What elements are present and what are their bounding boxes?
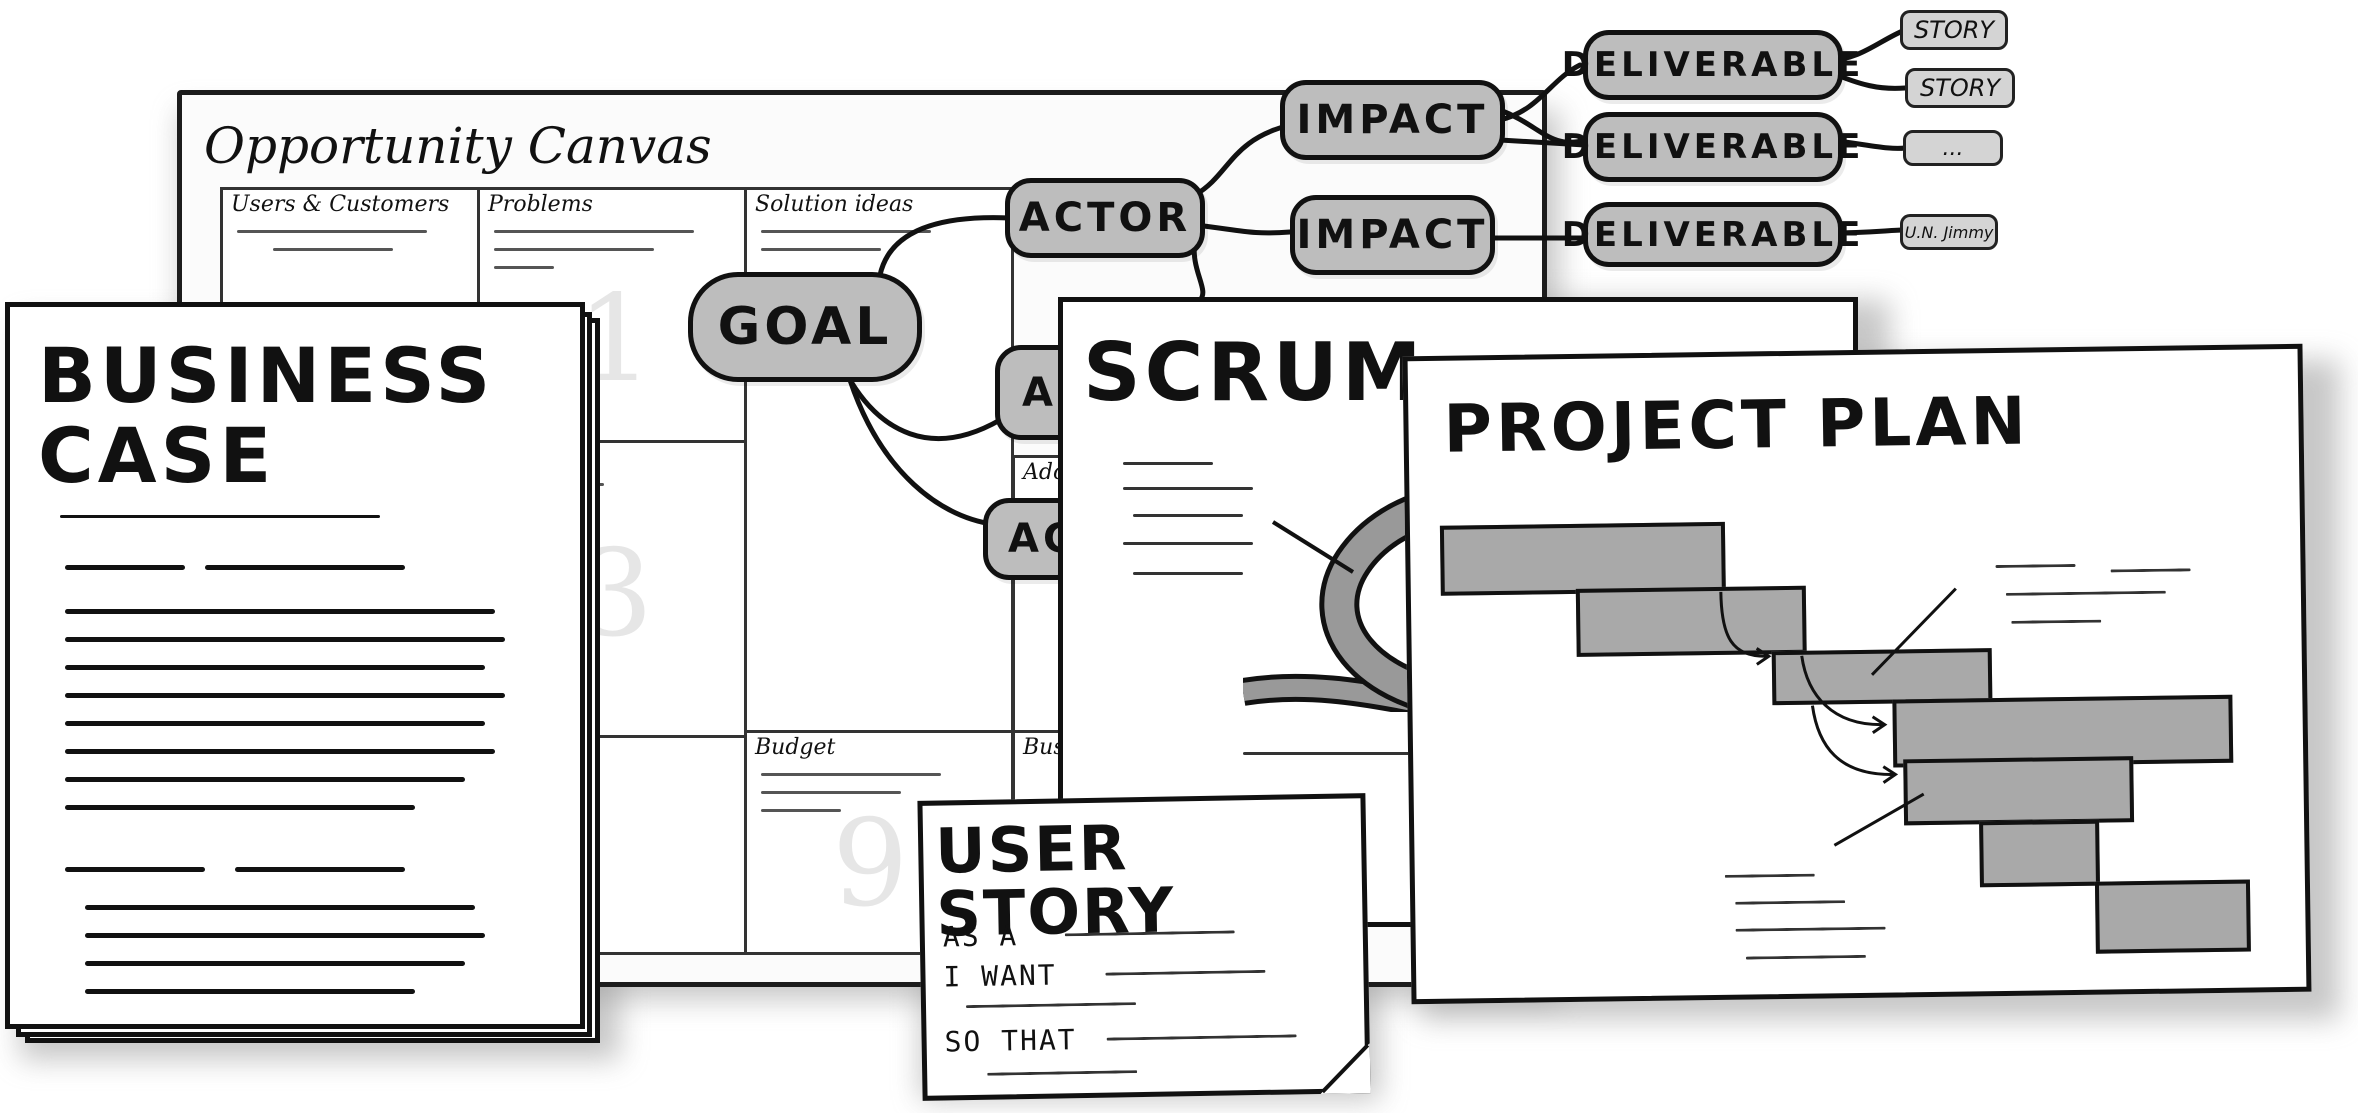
- ghost-number: 9: [832, 795, 909, 934]
- scribble: [1105, 969, 1266, 976]
- business-case-title-line-1: BUSINESS: [38, 331, 495, 420]
- story-tag-1[interactable]: STORY: [1900, 10, 2008, 50]
- node-deliverable-2[interactable]: DELIVERABLE: [1562, 112, 1860, 182]
- user-story-card: USER STORY AS A I WANT SO THAT: [917, 793, 1371, 1101]
- scribble: [494, 248, 654, 251]
- scrum-line: [1123, 487, 1253, 490]
- scribble: [761, 230, 931, 233]
- cell-bus-label: Bus: [1023, 735, 1065, 760]
- scrum-line: [1133, 514, 1243, 517]
- text-line: [65, 665, 485, 670]
- text-line: [65, 867, 205, 872]
- node-impact-1-label: IMPACT: [1296, 97, 1489, 143]
- user-story-line-1: AS A: [943, 919, 1019, 953]
- story-tag-3[interactable]: ...: [1903, 130, 2003, 166]
- cell-budget-label: Budget: [755, 735, 836, 760]
- user-story-as-a: AS A: [942, 919, 1019, 954]
- cell-users-label: Users & Customers: [231, 192, 450, 217]
- user-story-so-that: SO THAT: [944, 1023, 1077, 1059]
- scrum-line: [1123, 462, 1213, 465]
- gantt-dependency-arrows: [1719, 587, 1957, 847]
- story-tag-4[interactable]: U.N. Jimmy: [1900, 214, 1998, 250]
- text-line: [235, 867, 405, 872]
- scribble: [987, 1070, 1138, 1076]
- scribble: [965, 1002, 1137, 1009]
- node-deliverable-2-label: DELIVERABLE: [1561, 127, 1865, 167]
- user-story-line-3: SO THAT: [944, 1023, 1077, 1058]
- scribble: [494, 230, 694, 233]
- user-story-line-2: I WANT: [943, 959, 1057, 994]
- node-goal[interactable]: GOAL: [688, 272, 922, 382]
- text-line: [65, 749, 495, 754]
- cell-problems-label: Problems: [488, 192, 593, 217]
- scrum-line: [1243, 752, 1443, 755]
- user-story-i-want: I WANT: [943, 958, 1057, 994]
- node-impact-2[interactable]: IMPACT: [1290, 195, 1495, 275]
- business-case-title-line-2: CASE: [38, 411, 276, 500]
- scrum-line: [1133, 572, 1243, 575]
- text-line: [85, 905, 475, 910]
- text-line: [205, 565, 405, 570]
- cell-solution-label: Solution ideas: [755, 192, 914, 217]
- node-goal-label: GOAL: [717, 297, 893, 357]
- story-tag-4-label: U.N. Jimmy: [1904, 222, 1994, 242]
- node-actor-label: ACTOR: [1018, 195, 1192, 241]
- text-line: [65, 805, 415, 810]
- node-deliverable-3-label: DELIVERABLE: [1561, 214, 1865, 255]
- text-line: [65, 637, 505, 642]
- node-impact-1[interactable]: IMPACT: [1280, 80, 1505, 160]
- scrum-title: SCRUM: [1083, 326, 1426, 419]
- scribble: [1106, 1034, 1297, 1041]
- text-line: [85, 989, 415, 994]
- node-deliverable-3[interactable]: DELIVERABLE: [1562, 202, 1860, 267]
- story-tag-3-label: ...: [1942, 135, 1964, 161]
- scribble: [761, 773, 941, 776]
- node-impact-2-label: IMPACT: [1296, 212, 1489, 258]
- text-line: [65, 693, 505, 698]
- text-line: [65, 565, 185, 570]
- folded-corner-icon: [1320, 1043, 1371, 1094]
- canvas-title: Opportunity Canvas: [204, 117, 712, 175]
- business-case-paper: BUSINESS CASE: [5, 302, 585, 1029]
- node-actor[interactable]: ACTOR: [1005, 178, 1205, 258]
- scrum-line: [1123, 542, 1253, 545]
- project-plan-paper: PROJECT PLAN: [1402, 343, 2312, 1005]
- text-line: [85, 933, 485, 938]
- story-tag-1-label: STORY: [1913, 16, 1995, 44]
- scribble: [761, 791, 901, 794]
- node-deliverable-1[interactable]: DELIVERABLE: [1562, 30, 1860, 100]
- scribble: [761, 248, 881, 251]
- story-tag-2[interactable]: STORY: [1905, 68, 2015, 108]
- text-line: [65, 609, 495, 614]
- node-partial-a-label: A: [1022, 369, 1057, 416]
- scribble: [761, 809, 841, 812]
- node-deliverable-1-label: DELIVERABLE: [1561, 45, 1865, 85]
- scribble: [273, 248, 393, 251]
- scribble: [494, 266, 554, 269]
- text-line: [60, 515, 380, 518]
- scribble: [237, 230, 427, 233]
- text-line: [85, 961, 465, 966]
- story-tag-2-label: STORY: [1919, 74, 2001, 102]
- text-line: [65, 777, 465, 782]
- text-line: [65, 721, 485, 726]
